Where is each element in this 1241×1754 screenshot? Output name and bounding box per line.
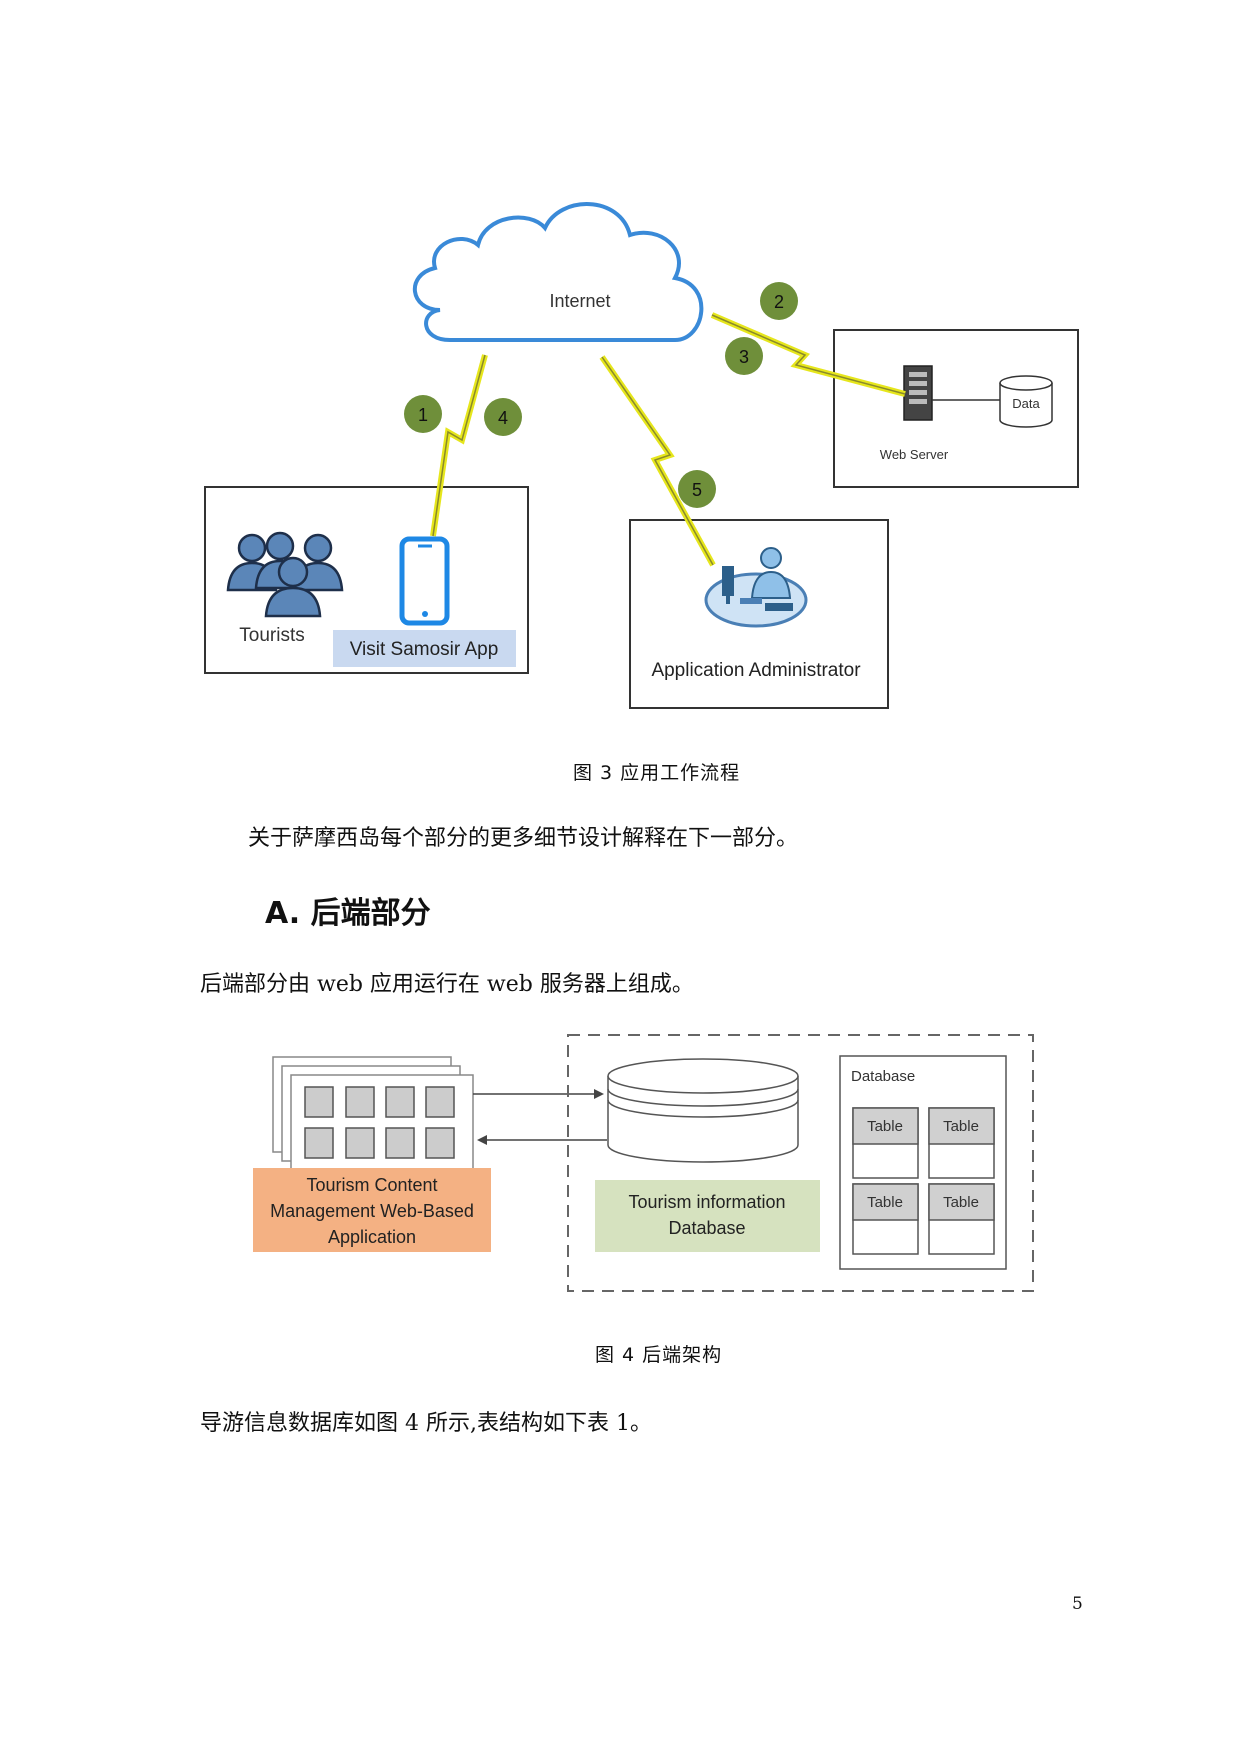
- step-3-badge: 3: [725, 337, 763, 375]
- table-box-1: Table: [852, 1107, 919, 1179]
- step-1-badge: 1: [404, 395, 442, 433]
- database-label-box: [595, 1180, 820, 1252]
- svg-text:4: 4: [498, 408, 508, 428]
- lightning-connector-2-3: [710, 312, 906, 397]
- svg-text:5: 5: [692, 480, 702, 500]
- database-schema-title: Database: [851, 1068, 915, 1085]
- smartphone-icon: [399, 536, 450, 626]
- app-label-bg: [333, 630, 516, 667]
- server-tower-icon: [903, 365, 933, 421]
- table-box-3: Table: [852, 1183, 919, 1255]
- web-application-stack-icon: [272, 1056, 474, 1176]
- figure-3-caption: 图 3 应用工作流程: [573, 762, 741, 784]
- step-5-badge: 5: [678, 470, 716, 508]
- tourists-label: Tourists: [239, 625, 304, 646]
- figure-4-caption: 图 4 后端架构: [595, 1344, 723, 1366]
- svg-text:3: 3: [739, 347, 749, 367]
- table-box-4: Table: [928, 1183, 995, 1255]
- paragraph-details: 关于萨摩西岛每个部分的更多细节设计解释在下一部分。: [248, 826, 799, 851]
- application-label-line3: Application: [328, 1227, 416, 1247]
- page-number: 5: [1072, 1594, 1083, 1614]
- internet-cloud-icon: [413, 202, 704, 342]
- svg-text:Table: Table: [867, 1194, 903, 1211]
- figure-3-workflow-diagram: Internet Tourists Visit Samosir App Appl…: [204, 202, 1079, 709]
- paragraph-backend-description: 后端部分由 web 应用运行在 web 服务器上组成。: [200, 972, 694, 997]
- data-label: Data: [1012, 396, 1040, 411]
- application-label-line2: Management Web-Based: [270, 1201, 474, 1221]
- database-label-line1: Tourism information: [628, 1192, 785, 1212]
- administrator-workstation-icon: [704, 547, 808, 628]
- paragraph-tour-database: 导游信息数据库如图 4 所示,表结构如下表 1。: [200, 1411, 652, 1436]
- step-4-badge: 4: [484, 398, 522, 436]
- section-heading-backend: A. 后端部分: [265, 896, 431, 931]
- svg-text:Table: Table: [867, 1118, 903, 1135]
- app-label: Visit Samosir App: [350, 639, 499, 660]
- database-label-line2: Database: [668, 1218, 745, 1238]
- table-box-2: Table: [928, 1107, 995, 1179]
- figure-4-backend-architecture: Tourism Content Management Web-Based App…: [253, 1034, 1034, 1292]
- lightning-connector-5: [599, 355, 716, 567]
- internet-label: Internet: [549, 291, 610, 311]
- svg-text:1: 1: [418, 405, 428, 425]
- lightning-connector-1-4: [430, 354, 488, 537]
- tourists-group-icon: [226, 531, 344, 618]
- svg-text:Table: Table: [943, 1118, 979, 1135]
- admin-label: Application Administrator: [651, 660, 861, 681]
- step-2-badge: 2: [760, 282, 798, 320]
- application-label-box: [253, 1168, 491, 1252]
- data-cylinder-icon: [999, 375, 1053, 428]
- request-arrow: [473, 1089, 604, 1099]
- database-cylinder-icon: [607, 1058, 799, 1163]
- application-label-line1: Tourism Content: [306, 1175, 437, 1195]
- web-server-label: Web Server: [880, 447, 949, 462]
- svg-text:Table: Table: [943, 1194, 979, 1211]
- svg-text:2: 2: [774, 292, 784, 312]
- response-arrow: [477, 1135, 607, 1145]
